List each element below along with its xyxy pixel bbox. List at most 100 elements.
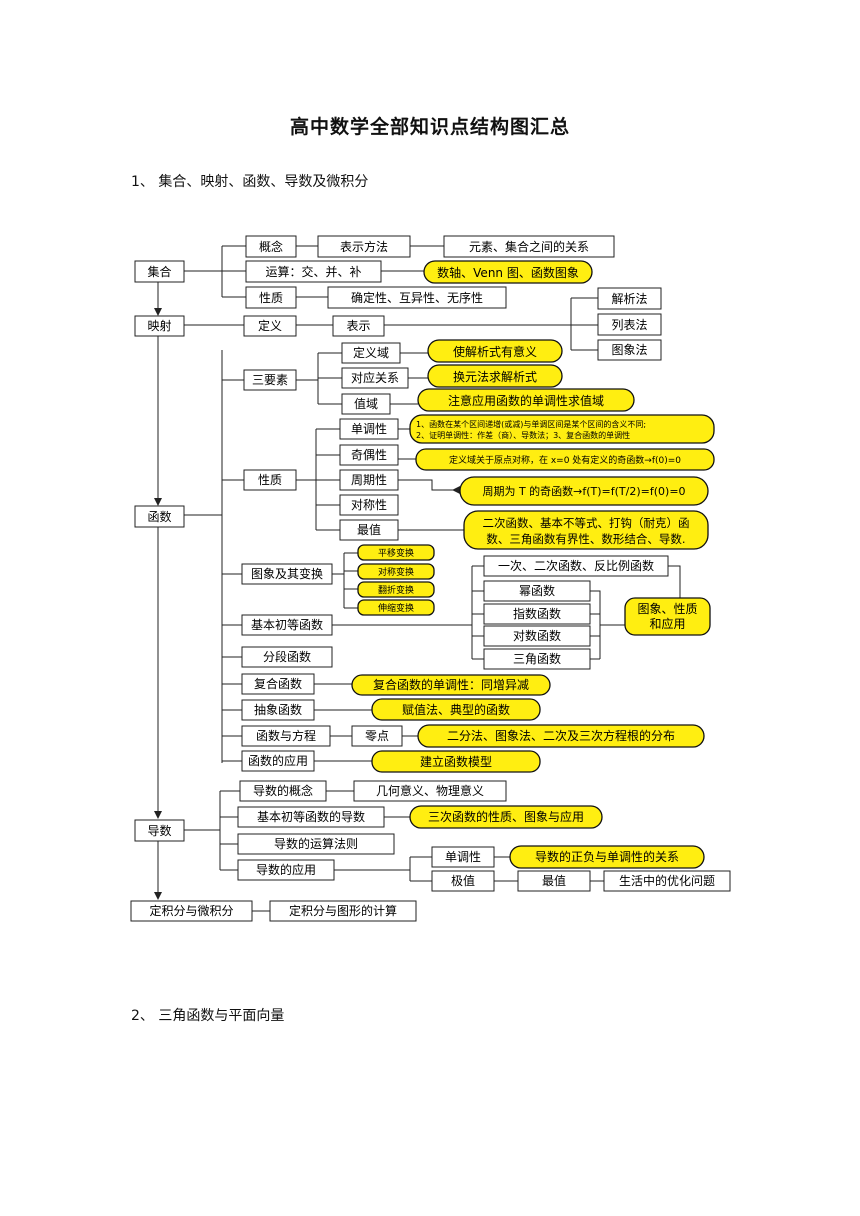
- node-gainian-label: 概念: [259, 239, 283, 254]
- node-fangcheng-label: 函数与方程: [256, 728, 316, 743]
- node-yingshe-label: 映射: [147, 318, 171, 333]
- note-duichenbh: [357, 563, 435, 580]
- node-d-jichu-label: 基本初等函数的导数: [257, 809, 365, 824]
- node-dingyi-label: 定义: [258, 318, 282, 333]
- node-xingzhi2: [243, 469, 297, 491]
- node-chouxiang: [241, 699, 315, 721]
- node-d-dandiao-label: 单调性: [445, 850, 481, 864]
- note-sanci-label: 三次函数的性质、图象与应用: [428, 809, 584, 824]
- node-mi: [483, 580, 591, 602]
- node-jifen-tuxing-label: 定积分与图形的计算: [289, 903, 397, 918]
- node-zuizhi-label: 最值: [357, 522, 381, 537]
- note-zhuyi: [417, 388, 635, 412]
- node-yuansu-label: 元素、集合之间的关系: [469, 239, 589, 254]
- node-d-yunsuan: [237, 833, 395, 855]
- page-title: 高中数学全部知识点结构图汇总: [289, 116, 570, 138]
- note-dandiao-line1: 1、函数在某个区间递增(或减)与单调区间是某个区间的含义不同;: [416, 419, 646, 429]
- node-d-jichu: [237, 806, 385, 828]
- node-sanyaosu-label: 三要素: [252, 373, 288, 387]
- node-fuhe-label: 复合函数: [254, 676, 302, 691]
- node-yingyong-label: 函数的应用: [248, 753, 308, 768]
- note-zhouqi-label: 周期为 T 的奇函数→f(T)=f(T/2)=f(0)=0: [482, 484, 685, 498]
- node-daoshu: [134, 819, 185, 842]
- node-yunsuan-label: 运算：交、并、补: [265, 264, 361, 279]
- node-dingyi: [243, 315, 297, 337]
- note-pingyi: [357, 544, 435, 561]
- note-lingdian-label: 二分法、图象法、二次及三次方程根的分布: [447, 728, 675, 743]
- note-duichenbh-label: 对称变换: [378, 566, 414, 578]
- node-dingyiyu: [341, 342, 401, 364]
- node-xingzhi1-label: 性质: [259, 291, 283, 305]
- node-zhishu: [483, 603, 591, 625]
- note-zuizhi-line1: 二次函数、基本不等式、打钩（耐克）函: [483, 516, 690, 530]
- node-lingdian-label: 零点: [365, 729, 389, 743]
- node-gainian: [245, 235, 297, 258]
- node-fuhe: [241, 673, 315, 695]
- note-tuxiangxingzhi-line2: 和应用: [649, 616, 685, 631]
- node-jifen-tuxing: [269, 900, 417, 922]
- node-dingyiyu-label: 定义域: [353, 345, 389, 360]
- note-chouxiang: [371, 698, 541, 721]
- node-xingzhi1: [245, 286, 297, 309]
- note-jiou-label: 定义域关于原点对称，在 x=0 处有定义的奇函数→f(0)=0: [449, 454, 681, 466]
- note-jianli-label: 建立函数模型: [420, 754, 492, 769]
- node-yuansu: [443, 235, 615, 258]
- node-duichen: [339, 494, 399, 516]
- node-dandiao: [339, 418, 399, 440]
- node-duishu-label: 对数函数: [513, 628, 561, 643]
- node-fenduan-label: 分段函数: [263, 649, 311, 664]
- note-lingdian: [417, 724, 705, 748]
- node-zuizhi: [339, 519, 399, 541]
- connector-lines: [157, 245, 681, 912]
- node-yunsuan: [245, 260, 382, 283]
- note-fuhe-label: 复合函数的单调性：同增异减: [373, 677, 529, 692]
- note-shijiexi-label: 使解析式有意义: [453, 344, 537, 359]
- node-sanjiao: [483, 648, 591, 670]
- note-fuhe: [351, 674, 551, 696]
- node-tuxiangfa-label: 图象法: [611, 343, 647, 357]
- note-shensuo: [357, 599, 435, 616]
- note-zuizhi: [463, 510, 709, 550]
- node-duiying-label: 对应关系: [351, 370, 399, 385]
- note-zhouqi: [459, 476, 709, 506]
- node-jihe-yiyi: [353, 780, 507, 802]
- note-fanzhe: [357, 581, 435, 598]
- node-duiying: [341, 367, 409, 389]
- section-heading-2: 2、 三角函数与平面向量: [131, 1008, 285, 1024]
- node-zuizhi2-label: 最值: [542, 873, 566, 888]
- node-xingzhi2-label: 性质: [258, 473, 282, 487]
- node-queding-label: 确定性、互异性、无序性: [351, 290, 483, 305]
- note-shuzhou-label: 数轴、Venn 图、函数图象: [437, 265, 579, 280]
- node-fenduan: [241, 646, 333, 668]
- note-dandiao: [409, 414, 715, 444]
- node-zuizhi2: [517, 870, 591, 892]
- node-youhua: [603, 870, 731, 892]
- node-d-dandiao: [431, 846, 495, 868]
- node-yingshe: [134, 315, 185, 337]
- node-tuxiang-label: 图象及其变换: [251, 566, 323, 581]
- node-d-yingyong: [237, 859, 335, 881]
- node-fangcheng: [241, 725, 331, 747]
- note-chouxiang-label: 赋值法、典型的函数: [402, 702, 510, 717]
- note-sanci: [409, 805, 603, 829]
- arrowheads: [154, 308, 460, 900]
- note-zuizhi-line2: 数、三角函数有界性、数形结合、导数.: [486, 532, 685, 546]
- node-d-yingyong-label: 导数的应用: [256, 862, 316, 877]
- node-jihe-yiyi-label: 几何意义、物理意义: [376, 783, 484, 798]
- node-jichu: [241, 614, 333, 636]
- note-dandiao-line2: 2、证明单调性：作差（商）、导数法；3、复合函数的单调性: [416, 430, 630, 440]
- node-hanshu: [134, 505, 185, 528]
- node-jihe-label: 集合: [147, 264, 171, 279]
- node-jiexifa-label: 解析法: [611, 292, 647, 306]
- node-yici: [483, 555, 669, 577]
- node-d-gainian: [239, 780, 327, 802]
- node-tuxiangfa: [597, 339, 662, 361]
- node-jiou: [339, 444, 399, 466]
- node-liebiaofa-label: 列表法: [611, 318, 647, 332]
- node-zhishu-label: 指数函数: [513, 606, 561, 621]
- note-zhengfu: [509, 845, 705, 869]
- node-zhiyu-label: 值域: [354, 396, 378, 411]
- node-duichen-label: 对称性: [351, 498, 387, 512]
- node-jihe: [134, 260, 185, 283]
